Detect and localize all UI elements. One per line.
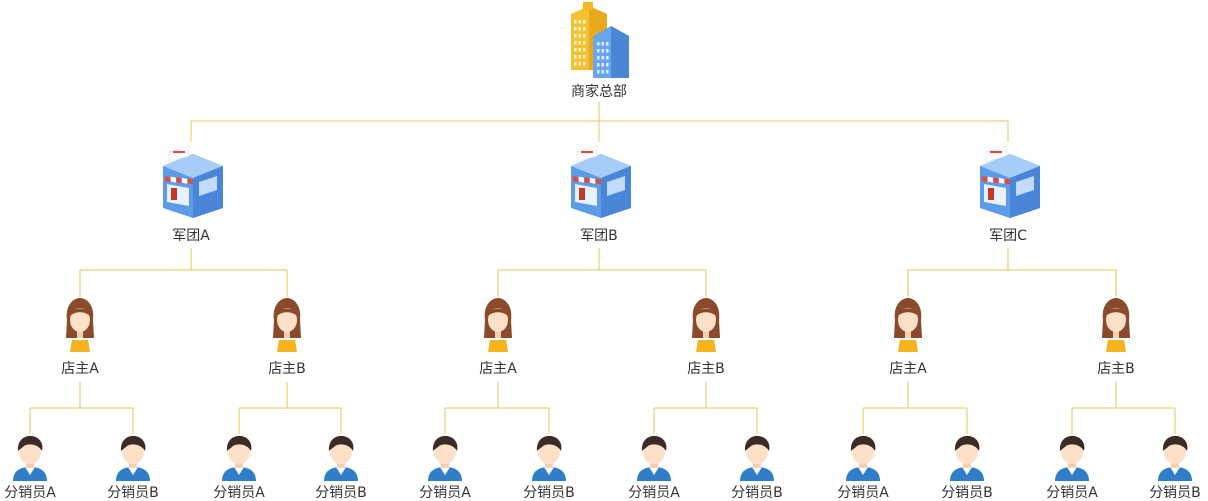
male-distributor-icon bbox=[1158, 435, 1192, 481]
distributor-node-label: 分销员B bbox=[107, 485, 159, 501]
male-distributor-icon bbox=[222, 435, 256, 481]
female-shopkeeper-icon bbox=[273, 298, 301, 352]
connector-lines bbox=[29, 102, 1176, 434]
male-distributor-icon bbox=[428, 435, 462, 481]
owner-node-label: 店主A bbox=[889, 361, 927, 377]
distributor-node-label: 分销员B bbox=[731, 485, 783, 501]
male-distributor-icon bbox=[1055, 435, 1089, 481]
owner-node-label: 店主B bbox=[268, 361, 306, 377]
legion-node-label: 军团B bbox=[580, 228, 618, 244]
distributor-node-label: 分销员A bbox=[4, 485, 56, 501]
female-shopkeeper-icon bbox=[692, 298, 720, 352]
storefront-icon bbox=[980, 145, 1040, 218]
distributor-node-label: 分销员A bbox=[419, 485, 471, 501]
male-distributor-icon bbox=[116, 435, 150, 481]
distributor-node-label: 分销员B bbox=[315, 485, 367, 501]
owner-node-label: 店主B bbox=[687, 361, 725, 377]
male-distributor-icon bbox=[740, 435, 774, 481]
female-shopkeeper-icon bbox=[1102, 298, 1130, 352]
distributor-node-label: 分销员A bbox=[213, 485, 265, 501]
male-distributor-icon bbox=[637, 435, 671, 481]
distributor-node-label: 分销员B bbox=[941, 485, 993, 501]
owner-node-label: 店主B bbox=[1097, 361, 1135, 377]
owner-node-label: 店主A bbox=[61, 361, 99, 377]
distributor-node-label: 分销员B bbox=[523, 485, 575, 501]
distributor-node-label: 分销员A bbox=[628, 485, 680, 501]
male-distributor-icon bbox=[13, 435, 47, 481]
female-shopkeeper-icon bbox=[66, 298, 94, 352]
distributor-node-label: 分销员A bbox=[837, 485, 889, 501]
female-shopkeeper-icon bbox=[894, 298, 922, 352]
root-node-label: 商家总部 bbox=[571, 83, 627, 100]
female-shopkeeper-icon bbox=[484, 298, 512, 352]
distributor-node-label: 分销员B bbox=[1149, 485, 1201, 501]
legion-node-label: 军团A bbox=[172, 228, 210, 244]
distributor-node-label: 分销员A bbox=[1046, 485, 1098, 501]
office-building-icon bbox=[571, 2, 629, 78]
owner-node-label: 店主A bbox=[479, 361, 517, 377]
male-distributor-icon bbox=[846, 435, 880, 481]
male-distributor-icon bbox=[950, 435, 984, 481]
storefront-icon bbox=[163, 145, 223, 218]
storefront-icon bbox=[571, 145, 631, 218]
legion-node-label: 军团C bbox=[989, 228, 1027, 244]
male-distributor-icon bbox=[532, 435, 566, 481]
male-distributor-icon bbox=[324, 435, 358, 481]
